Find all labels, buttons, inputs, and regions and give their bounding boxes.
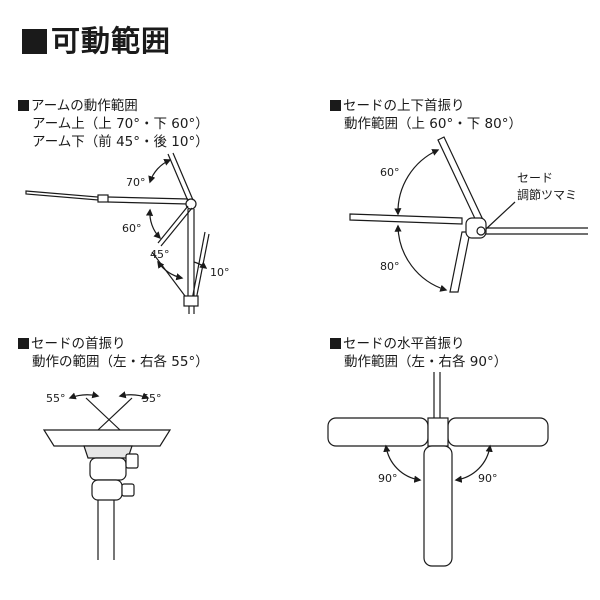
tilt-down-label: 80°: [380, 260, 400, 273]
swing-left-label: 55°: [46, 392, 66, 405]
tilt-knob-icon: [476, 226, 486, 236]
rotate-shade-left: [327, 417, 429, 447]
swing-joint-lower: [91, 479, 123, 501]
swing-knob: [125, 453, 139, 469]
section-arm-header: アームの動作範囲 アーム上（上 70°・下 60°） アーム下（前 45°・後 …: [18, 97, 209, 151]
swing-knob-lower: [121, 483, 135, 497]
swing-left-arrow: [68, 391, 100, 400]
arm-front-arrow: [157, 260, 184, 281]
rotate-shade-down: [423, 445, 453, 567]
arm-up-arrow: [148, 158, 172, 184]
swing-right-label: 55°: [142, 392, 162, 405]
section-arm-heading: アームの動作範囲: [31, 98, 138, 114]
shade-rotate-diagram: [327, 372, 549, 567]
section-tilt-heading: セードの上下首振り: [343, 98, 465, 114]
tilt-knob-label-2: 調節ツマミ: [517, 187, 577, 202]
swing-shade-base: [83, 445, 133, 459]
tilt-up-label: 60°: [380, 166, 400, 179]
section-tilt-header: セードの上下首振り 動作範囲（上 60°・下 80°）: [330, 97, 522, 133]
section-rotate-header: セードの水平首振り 動作範囲（左・右各 90°）: [330, 335, 507, 371]
rotate-shade-right: [447, 417, 549, 447]
bullet-square-icon: [330, 338, 341, 349]
arm-up-label: 70°: [126, 176, 146, 189]
arm-shade: [25, 190, 99, 201]
section-arm-line-1: アーム上（上 70°・下 60°）: [32, 116, 209, 132]
rotate-left-arrow: [383, 444, 422, 483]
arm-down-label: 60°: [122, 222, 142, 235]
swing-joint: [89, 457, 127, 481]
shade-tilt-diagram: [349, 136, 588, 293]
section-swing-heading: セードの首振り: [31, 336, 126, 352]
arm-back-arrow: [193, 261, 208, 269]
section-swing-line-1: 動作の範囲（左・右各 55°）: [32, 354, 209, 370]
arm-front-label: 45°: [150, 248, 170, 261]
rotate-joint: [427, 417, 449, 447]
section-rotate-line-1: 動作範囲（左・右各 90°）: [344, 354, 508, 370]
tilt-shade-horizontal: [349, 213, 463, 225]
tilt-down-arrow: [394, 224, 448, 292]
page-title: 可動範囲: [22, 18, 171, 60]
arm-down-arrow: [145, 208, 162, 240]
section-arm-line-2: アーム下（前 45°・後 10°）: [32, 134, 209, 150]
tilt-shade-down: [449, 231, 471, 293]
rotate-left-label: 90°: [378, 472, 398, 485]
page-title-text: 可動範囲: [51, 24, 172, 58]
shade-swing-diagram: [42, 391, 172, 560]
bullet-square-icon: [18, 338, 29, 349]
swing-right-arrow: [118, 391, 150, 400]
arm-clamp: [183, 295, 199, 307]
section-swing-header: セードの首振り 動作の範囲（左・右各 55°）: [18, 335, 209, 371]
arm-range-diagram: [25, 152, 210, 314]
arm-shade-joint: [97, 194, 109, 203]
tilt-knob-label-1: セード: [517, 171, 553, 185]
tilt-up-arrow: [394, 149, 440, 216]
title-square-icon: [22, 29, 47, 54]
tilt-shade-up: [437, 136, 485, 226]
section-tilt-line-1: 動作範囲（上 60°・下 80°）: [344, 116, 522, 132]
arm-back-label: 10°: [210, 266, 230, 279]
swing-shade: [42, 429, 172, 447]
bullet-square-icon: [330, 100, 341, 111]
section-rotate-heading: セードの水平首振り: [343, 336, 465, 352]
rotate-right-label: 90°: [478, 472, 498, 485]
rotate-right-arrow: [454, 444, 493, 483]
bullet-square-icon: [18, 100, 29, 111]
